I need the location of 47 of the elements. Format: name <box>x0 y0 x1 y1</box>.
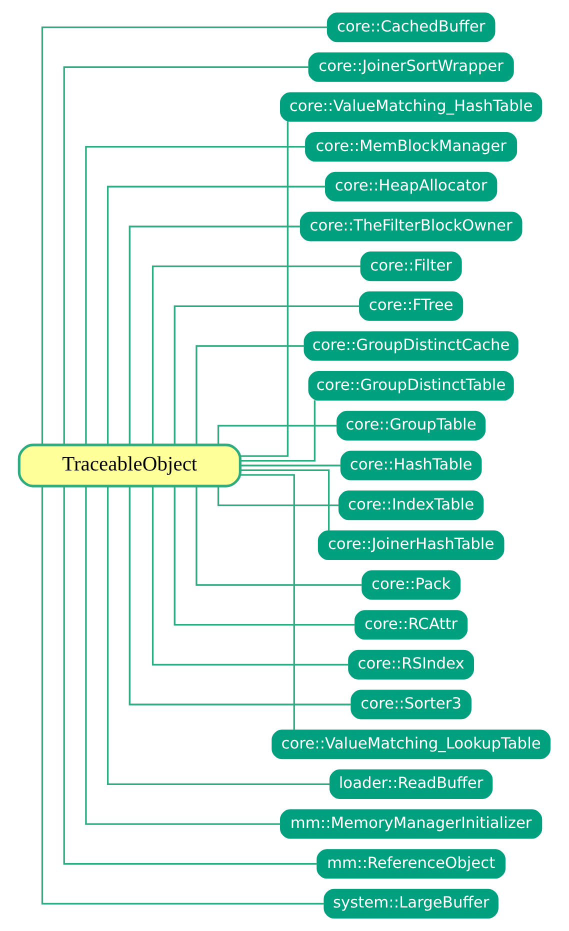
connector <box>128 226 300 445</box>
connector <box>106 186 326 445</box>
connector <box>240 400 316 462</box>
node-box: TraceableObject <box>18 444 242 488</box>
node-box: core::CachedBuffer <box>326 12 496 42</box>
node-box: loader::ReadBuffer <box>329 769 493 799</box>
connector <box>217 424 338 445</box>
connector <box>174 305 360 445</box>
node-box: core::JoinerHashTable <box>318 530 504 560</box>
connector <box>41 486 324 905</box>
node-box: core::HeapAllocator <box>324 172 498 202</box>
node-box: core::MemBlockManager <box>305 132 518 162</box>
node-box: core::Pack <box>362 570 461 600</box>
node-box: core::GroupTable <box>336 410 486 440</box>
connector <box>41 26 328 444</box>
connector <box>240 122 289 457</box>
connector <box>196 345 304 445</box>
node-box: core::JoinerSortWrapper <box>308 52 514 82</box>
node-box: core::Filter <box>360 252 462 282</box>
connector <box>196 486 362 586</box>
node-box: core::GroupDistinctTable <box>308 371 514 401</box>
connector <box>217 486 339 506</box>
connector <box>174 486 356 626</box>
connector <box>240 474 295 730</box>
node-box: system::LargeBuffer <box>324 888 498 918</box>
connector <box>85 486 280 825</box>
connector <box>63 486 318 865</box>
node-box: core::RSIndex <box>348 650 474 680</box>
connector <box>152 486 349 666</box>
node-box: mm::MemoryManagerInitializer <box>280 809 542 839</box>
node-box: core::HashTable <box>340 450 482 480</box>
connector <box>106 486 330 786</box>
connector <box>240 469 330 531</box>
node-box: core::GroupDistinctCache <box>304 331 518 361</box>
connector <box>63 66 309 445</box>
node-box: core::FTree <box>359 291 464 321</box>
connector <box>85 146 306 445</box>
node-box: core::ValueMatching_HashTable <box>280 92 542 122</box>
connector <box>128 486 352 706</box>
node-box: core::ValueMatching_LookupTable <box>272 730 550 760</box>
node-box: core::RCAttr <box>354 610 468 640</box>
node-box: core::TheFilterBlockOwner <box>300 212 522 242</box>
connector <box>152 265 361 445</box>
node-box: mm::ReferenceObject <box>316 849 506 879</box>
node-box: core::Sorter3 <box>350 690 472 720</box>
connector <box>240 464 341 466</box>
node-box: core::IndexTable <box>338 490 484 520</box>
